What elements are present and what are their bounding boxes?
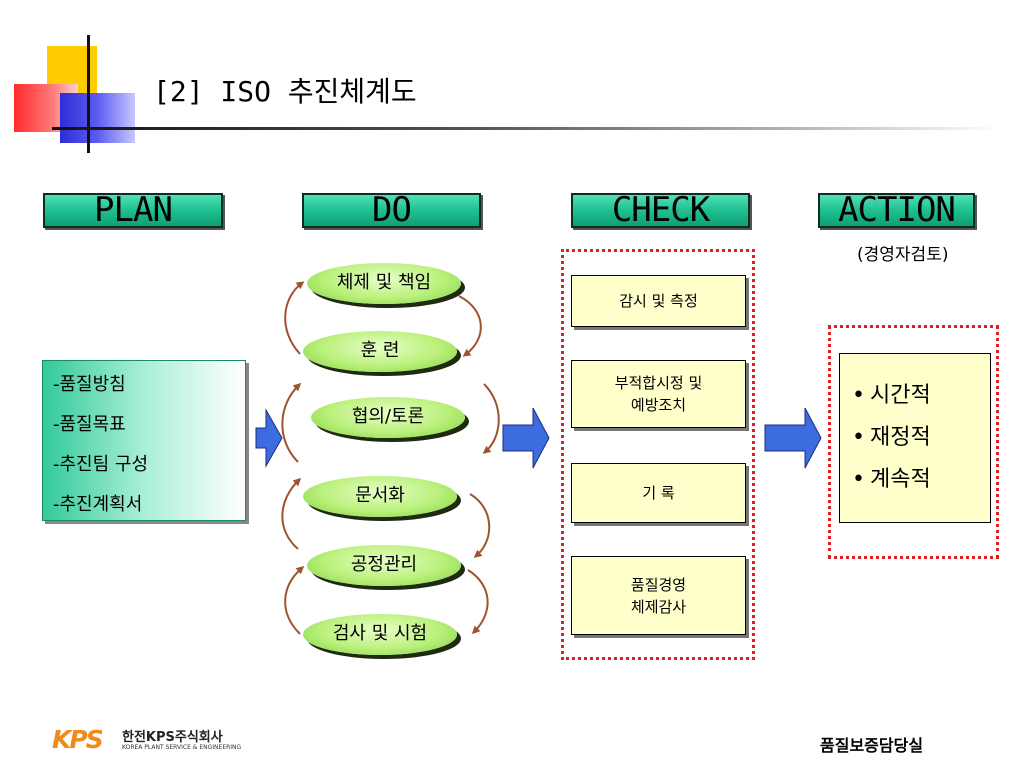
- cycle-arrow-right: [458, 295, 482, 357]
- check-box-label: 품질경영 체제감사: [630, 575, 687, 616]
- block-arrow-plan-do: [255, 408, 283, 468]
- plan-box: -품질방침 -품질목표 -추진팀 구성 -추진계획서: [42, 360, 246, 521]
- check-box-label: 기 록: [642, 484, 675, 502]
- bullet-icon: •: [852, 383, 865, 408]
- decor-blue-square: [60, 93, 135, 143]
- cycle-arrow-left: [281, 477, 302, 550]
- action-item-label: 재정적: [870, 425, 931, 450]
- plan-item: -품질방침: [53, 374, 126, 395]
- phase-header-do: DO: [302, 193, 481, 228]
- action-item: •계속적: [840, 459, 990, 501]
- action-subtitle: (경영자검토): [857, 245, 949, 265]
- bullet-icon: •: [852, 425, 865, 450]
- plan-item: -추진팀 구성: [53, 454, 149, 475]
- company-logo-mark: KPS: [52, 725, 104, 754]
- cycle-arrow-right: [469, 493, 491, 558]
- do-oval-documentation: 문서화: [303, 476, 457, 517]
- action-item: •시간적: [840, 375, 990, 417]
- decor-vertical-line: [87, 35, 90, 153]
- check-dotted-frame: [561, 249, 755, 660]
- company-name: 한전KPS주식회사: [122, 730, 223, 745]
- plan-item: -추진계획서: [53, 494, 143, 515]
- action-dotted-frame: [828, 325, 999, 559]
- check-box-label: 감시 및 측정: [619, 292, 698, 310]
- phase-header-plan: PLAN: [43, 193, 223, 228]
- cycle-arrow-right: [482, 383, 500, 454]
- cycle-arrow-right: [467, 569, 489, 635]
- cycle-arrow-left: [281, 382, 302, 463]
- action-box: •시간적 •재정적 •계속적: [839, 353, 991, 523]
- check-box-records: 기 록: [571, 463, 746, 523]
- check-box-label: 부적합시정 및 예방조치: [614, 374, 703, 414]
- do-oval-consultation: 협의/토론: [311, 397, 465, 438]
- do-oval-process-control: 공정관리: [307, 545, 461, 586]
- action-item-label: 계속적: [870, 467, 931, 492]
- cycle-arrow-left: [284, 281, 305, 355]
- phase-header-action: ACTION: [818, 193, 975, 228]
- check-box-corrective-action: 부적합시정 및 예방조치: [571, 360, 746, 428]
- phase-header-check: CHECK: [571, 193, 750, 228]
- cycle-arrow-left: [284, 566, 305, 635]
- do-oval-system-responsibility: 체제 및 책임: [307, 263, 461, 304]
- block-arrow-do-check: [502, 407, 550, 469]
- title-underline: [52, 127, 1002, 130]
- do-oval-inspection-test: 검사 및 시험: [303, 614, 457, 655]
- check-box-monitoring: 감시 및 측정: [571, 275, 746, 327]
- block-arrow-check-action: [764, 407, 822, 469]
- check-box-quality-audit: 품질경영 체제감사: [571, 556, 746, 635]
- action-item: •재정적: [840, 417, 990, 459]
- bullet-icon: •: [852, 467, 865, 492]
- plan-item: -품질목표: [53, 414, 126, 435]
- page-title: [2] ISO 추진체계도: [153, 75, 417, 108]
- department-name: 품질보증담당실: [820, 736, 924, 755]
- company-name-en: KOREA PLANT SERVICE & ENGINEERING: [122, 744, 242, 751]
- action-item-label: 시간적: [870, 383, 931, 408]
- do-oval-training: 훈 련: [303, 331, 457, 372]
